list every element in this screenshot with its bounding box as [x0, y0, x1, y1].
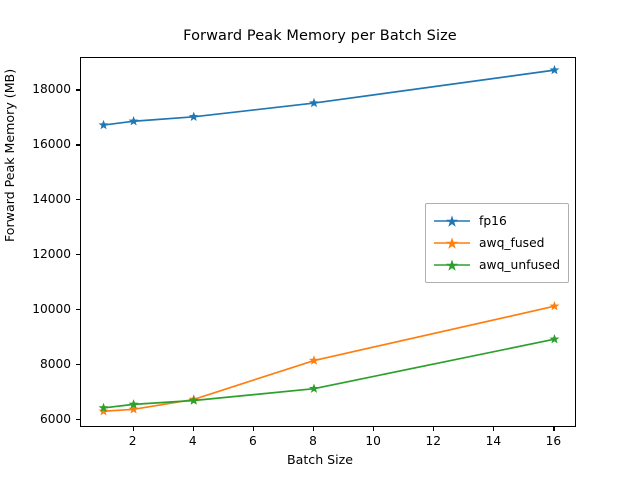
x-axis-label: Batch Size	[286, 452, 354, 467]
data-point-marker	[128, 404, 139, 414]
chart-title: Forward Peak Memory per Batch Size	[183, 28, 457, 44]
data-point-marker	[188, 111, 199, 122]
chart-legend: fp16 awq_fused awq_unfused	[425, 203, 570, 283]
y-tick-mark	[76, 419, 80, 421]
series-line-fp16	[103, 69, 555, 126]
y-tick-label: 18000	[32, 82, 71, 97]
y-tick-label: 14000	[32, 192, 71, 207]
data-point-marker	[549, 301, 560, 311]
data-point-marker	[549, 334, 560, 344]
legend-label-fp16: fp16	[479, 214, 507, 228]
y-tick-mark	[76, 364, 80, 366]
x-tick-label: 14	[485, 434, 502, 448]
plot-canvas	[98, 64, 560, 416]
x-tick-mark	[132, 427, 134, 431]
y-tick-mark	[76, 144, 80, 146]
legend-label-awq-unfused: awq_unfused	[479, 258, 561, 272]
y-tick-label: 12000	[32, 247, 71, 262]
data-point-marker	[309, 97, 319, 108]
data-point-marker	[309, 355, 319, 365]
x-tick-label: 16	[545, 434, 562, 448]
series-line-awq_fused	[103, 305, 555, 413]
y-tick-label: 8000	[39, 357, 71, 372]
x-tick-mark	[433, 427, 435, 431]
data-point-marker	[98, 119, 109, 130]
legend-item: awq_unfused	[433, 254, 560, 276]
x-tick-label: 10	[365, 434, 381, 448]
data-point-marker	[128, 116, 139, 126]
y-tick-mark	[76, 254, 80, 256]
x-tick-mark	[373, 427, 375, 431]
data-point-marker	[309, 383, 319, 393]
series-line-awq_unfused	[103, 338, 555, 409]
x-tick-mark	[252, 427, 254, 431]
y-tick-label: 10000	[32, 302, 71, 317]
y-tick-mark	[76, 309, 80, 311]
data-point-marker	[549, 64, 560, 75]
x-tick-mark	[192, 427, 194, 431]
x-tick-mark	[493, 427, 495, 431]
x-tick-label: 4	[188, 434, 197, 448]
legend-label-awq-fused: awq_fused	[479, 236, 545, 250]
data-point-marker	[98, 406, 109, 416]
legend-swatch-fp16	[433, 212, 471, 230]
data-point-marker	[128, 399, 139, 409]
y-tick-mark	[76, 89, 80, 91]
legend-item: fp16	[433, 210, 560, 232]
x-tick-label: 2	[128, 434, 137, 448]
x-tick-label: 12	[425, 434, 441, 448]
data-point-marker	[188, 395, 199, 405]
data-point-marker	[98, 402, 109, 413]
x-tick-mark	[312, 427, 315, 431]
x-tick-mark	[553, 427, 555, 431]
y-tick-mark	[76, 199, 80, 201]
y-tick-label: 16000	[32, 137, 71, 152]
legend-swatch-awq-unfused	[433, 256, 471, 274]
x-tick-label: 8	[309, 434, 317, 448]
legend-item: awq_fused	[433, 232, 560, 254]
y-tick-label: 6000	[39, 412, 71, 427]
x-tick-label: 6	[248, 434, 257, 448]
legend-swatch-awq-fused	[433, 234, 471, 252]
